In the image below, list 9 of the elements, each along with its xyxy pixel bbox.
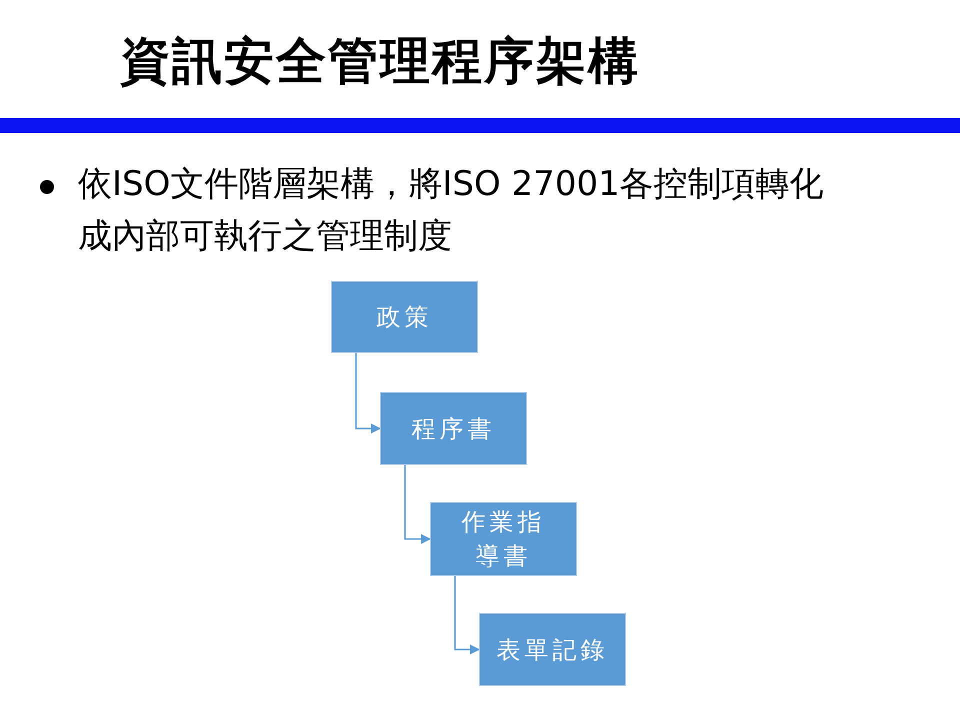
connector-arrow (404, 465, 431, 544)
document-level-box: 作業指導書 (430, 502, 577, 576)
document-level-box: 程序書 (380, 392, 527, 465)
document-level-box: 政策 (331, 281, 478, 353)
connector-arrow (454, 576, 480, 654)
document-level-box: 表單記錄 (479, 613, 626, 686)
slide-title: 資訊安全管理程序架構 (120, 30, 640, 92)
bullet-text: 依ISO文件階層架構，將ISO 27001各控制項轉化成內部可執行之管理制度 (78, 163, 825, 258)
connector-arrow (355, 353, 381, 434)
